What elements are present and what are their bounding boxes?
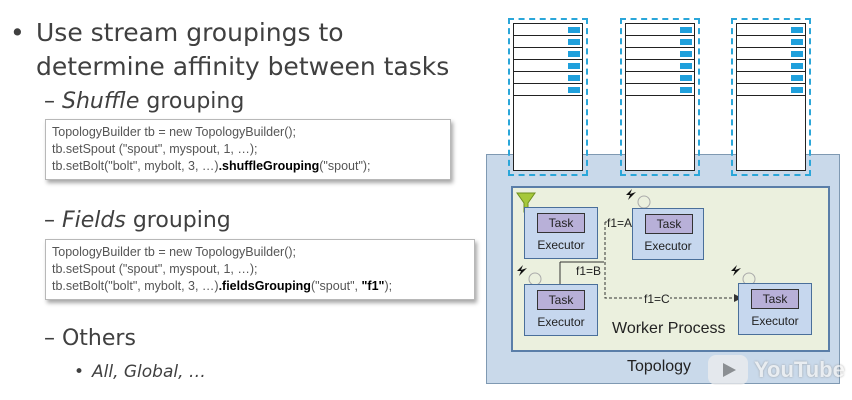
play-icon	[708, 355, 748, 385]
code-line: tb.setBolt("bolt", mybolt, 3, …).fieldsG…	[52, 278, 468, 295]
led-icon	[791, 39, 803, 45]
task-box: Task	[537, 290, 585, 310]
rack-slot	[737, 60, 805, 72]
shuffle-word: Shuffle	[62, 89, 140, 114]
code-fragment: tb.setBolt("bolt", mybolt, 3, …)	[52, 279, 219, 293]
server-rack-body	[736, 23, 806, 171]
main-bullet-text: Use stream groupings to determine affini…	[36, 16, 449, 84]
led-icon	[568, 39, 580, 45]
others-sub-bullet-icon: •	[74, 362, 85, 382]
main-bullet-icon: •	[10, 18, 25, 47]
executor-box: Task Executor	[738, 283, 812, 335]
led-icon	[791, 75, 803, 81]
rack-slot	[626, 36, 694, 48]
gear-icon	[637, 195, 651, 209]
executor-label: Executor	[751, 314, 799, 328]
dash: –	[44, 89, 62, 114]
led-icon	[791, 63, 803, 69]
rack-slot	[626, 72, 694, 84]
executor-box: Task Executor	[632, 208, 704, 260]
executor-box: Task Executor	[524, 207, 598, 259]
code-line: tb.setSpout ("spout", myspout, 1, …);	[52, 262, 258, 276]
rack-slot	[737, 84, 805, 96]
led-icon	[568, 75, 580, 81]
executor-label: Executor	[644, 239, 692, 253]
main-bullet-line2: determine affinity between tasks	[36, 52, 450, 81]
edge-label-f1A: f1=A	[607, 216, 633, 230]
shuffle-heading: – Shuffle grouping	[44, 89, 244, 114]
rack-slot	[737, 24, 805, 36]
server-rack	[731, 18, 811, 176]
led-icon	[680, 39, 692, 45]
code-method: .fieldsGrouping	[218, 279, 311, 293]
fields-heading: – Fields grouping	[44, 208, 231, 233]
youtube-watermark[interactable]: YouTube	[708, 352, 846, 388]
led-icon	[680, 51, 692, 57]
server-rack-body	[625, 23, 695, 171]
task-box: Task	[751, 289, 799, 309]
code-arg: "f1"	[361, 279, 385, 293]
edge-label-f1C: f1=C	[644, 292, 670, 306]
shuffle-code-box: TopologyBuilder tb = new TopologyBuilder…	[45, 119, 451, 180]
led-icon	[791, 87, 803, 93]
task-box: Task	[645, 214, 693, 234]
code-line: TopologyBuilder tb = new TopologyBuilder…	[52, 245, 297, 259]
executor-label: Executor	[537, 238, 585, 252]
task-box: Task	[537, 213, 585, 233]
led-icon	[680, 27, 692, 33]
led-icon	[680, 87, 692, 93]
code-fragment: tb.setBolt("bolt", mybolt, 3, …)	[52, 159, 219, 173]
grouping-word: grouping	[139, 89, 245, 114]
led-icon	[568, 63, 580, 69]
topology-label: Topology	[627, 358, 692, 375]
code-method: .shuffleGrouping	[218, 159, 320, 173]
main-bullet-line1: Use stream groupings to	[36, 18, 344, 47]
led-icon	[680, 75, 692, 81]
code-line: TopologyBuilder tb = new TopologyBuilder…	[52, 125, 297, 139]
rack-slot	[514, 60, 582, 72]
code-fragment: ("spout",	[310, 279, 362, 293]
server-rack	[508, 18, 588, 176]
rack-slot	[514, 48, 582, 60]
rack-slot	[626, 60, 694, 72]
code-line: tb.setBolt("bolt", mybolt, 3, …).shuffle…	[52, 158, 444, 175]
grouping-word: grouping	[125, 208, 231, 233]
lightning-icon	[626, 189, 636, 200]
worker-process-label: Worker Process	[612, 320, 726, 337]
server-rack-body	[513, 23, 583, 171]
lightning-icon	[517, 265, 527, 276]
rack-slot	[514, 36, 582, 48]
code-fragment: ("spout");	[319, 159, 371, 173]
rack-slot	[514, 84, 582, 96]
led-icon	[568, 51, 580, 57]
led-icon	[791, 27, 803, 33]
rack-slot	[514, 72, 582, 84]
lightning-icon	[731, 265, 741, 276]
led-icon	[791, 51, 803, 57]
server-rack	[620, 18, 700, 176]
rack-slot	[737, 36, 805, 48]
rack-slot	[626, 24, 694, 36]
rack-slot	[514, 24, 582, 36]
executor-box: Task Executor	[524, 284, 598, 336]
edge-label-f1B: f1=B	[576, 264, 602, 278]
code-line: tb.setSpout ("spout", myspout, 1, …);	[52, 142, 258, 156]
rack-slot	[626, 48, 694, 60]
rack-slot	[737, 72, 805, 84]
dash: –	[44, 208, 62, 233]
others-heading: – Others	[44, 326, 136, 351]
rack-slot	[626, 84, 694, 96]
edge-f1C-line	[604, 222, 738, 299]
executor-label: Executor	[537, 315, 585, 329]
youtube-logo-text: YouTube	[754, 357, 845, 382]
others-sub-text: All, Global, …	[92, 362, 206, 382]
led-icon	[568, 87, 580, 93]
fields-word: Fields	[62, 208, 126, 233]
fields-code-box: TopologyBuilder tb = new TopologyBuilder…	[45, 239, 475, 300]
led-icon	[680, 63, 692, 69]
led-icon	[568, 27, 580, 33]
rack-slot	[737, 48, 805, 60]
code-fragment: );	[384, 279, 393, 293]
